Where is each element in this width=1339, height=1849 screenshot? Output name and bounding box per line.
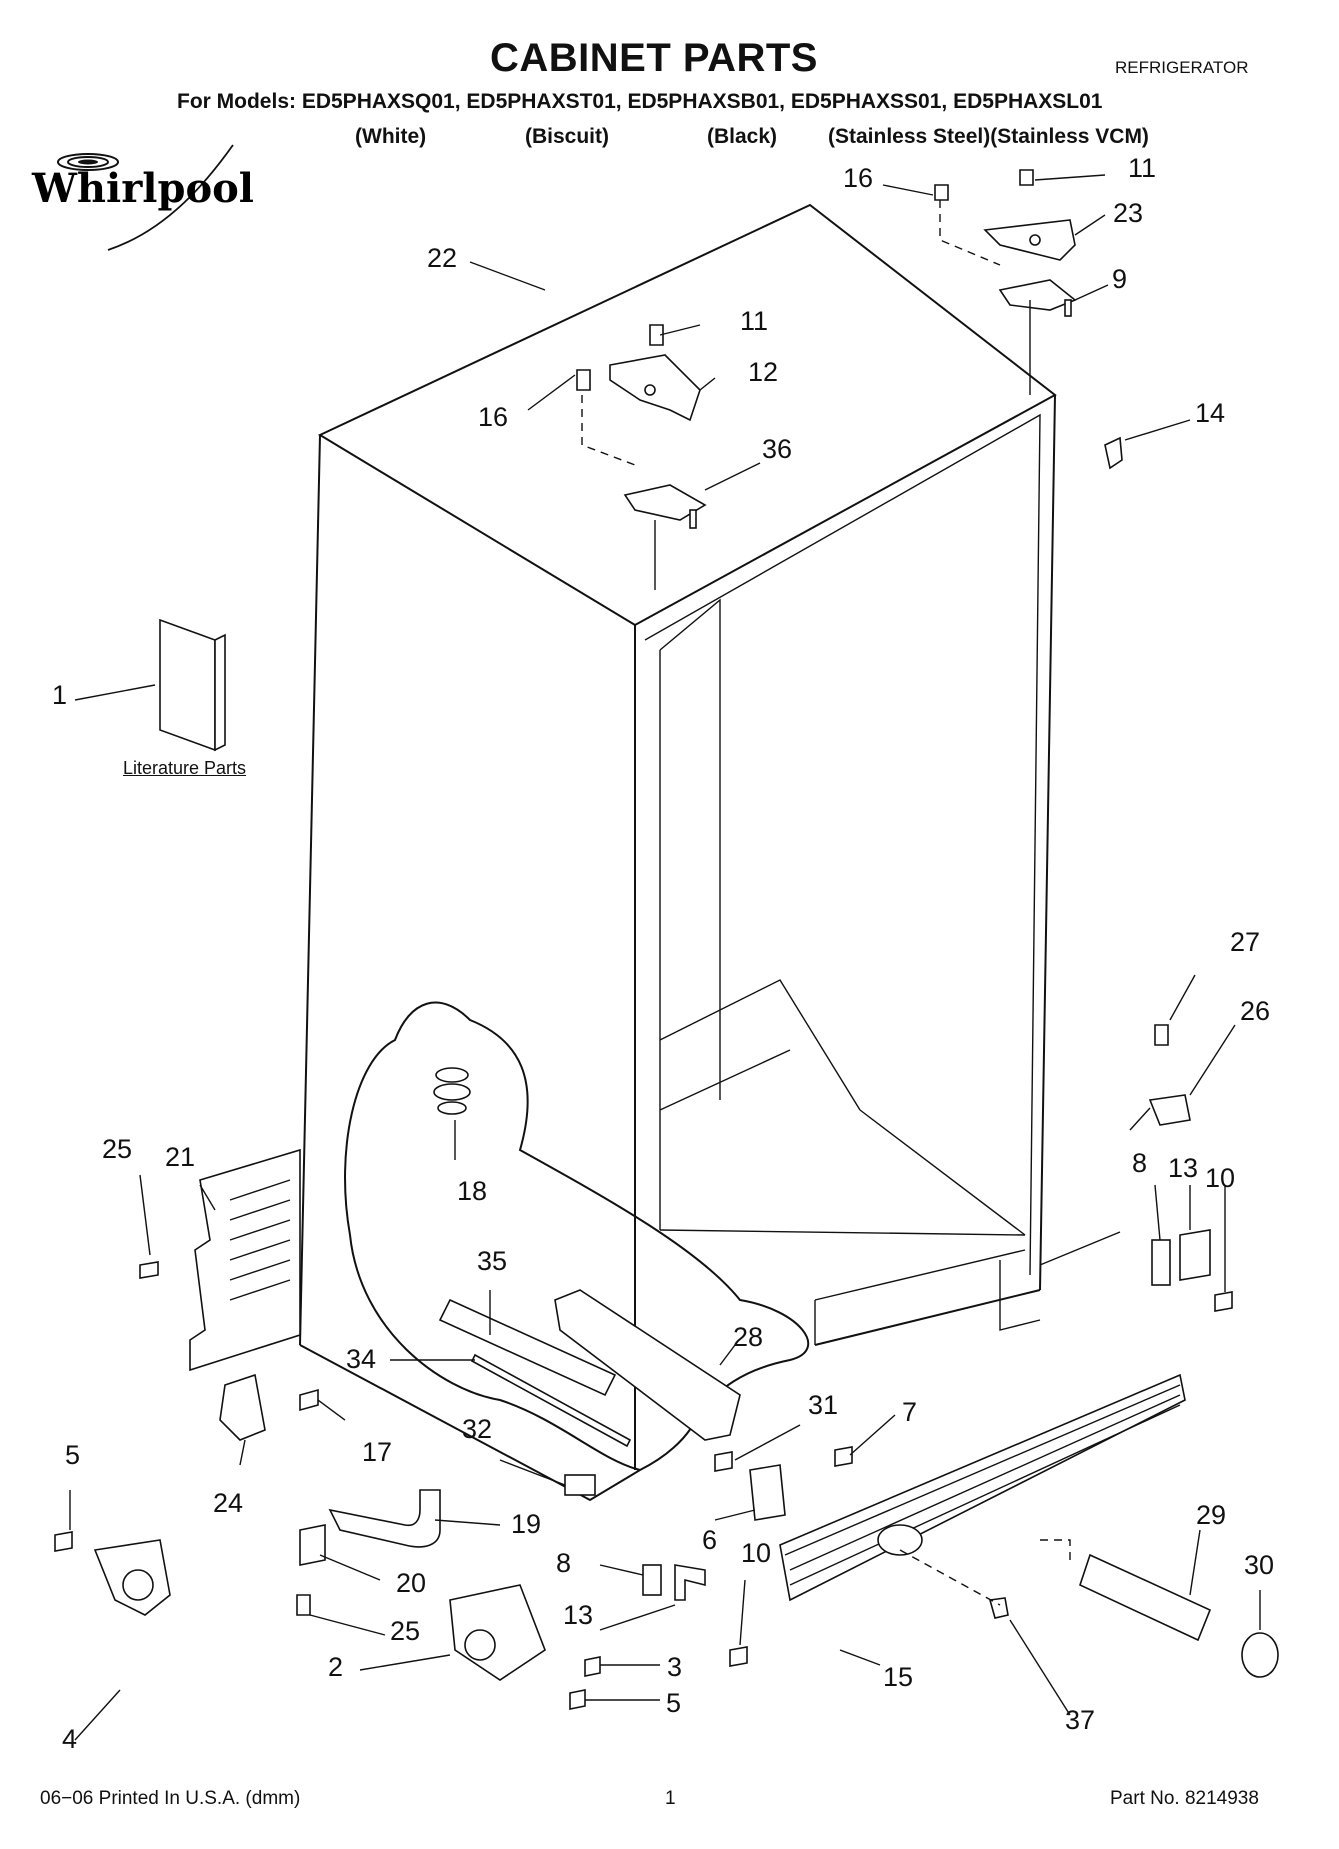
part-6-bracket (749, 1464, 786, 1521)
part-14-clip (1104, 436, 1123, 470)
part-28-bracket (554, 1289, 741, 1441)
callout-18: 18 (457, 1176, 488, 1206)
variant-white: (White) (355, 125, 427, 148)
top-hinge-right (934, 169, 1077, 395)
literature-book-part (159, 618, 226, 752)
cabinet-body (299, 203, 1121, 1470)
callout-13-lower: 13 (563, 1600, 594, 1630)
callout-8-lower: 8 (556, 1548, 572, 1578)
callout-11-top: 11 (1128, 153, 1157, 183)
literature-parts-label: Literature Parts (123, 758, 247, 778)
callout-5-left: 5 (65, 1440, 81, 1470)
callout-5-bottom: 5 (666, 1688, 682, 1718)
callout-21: 21 (165, 1142, 196, 1172)
lower-hinge-left (642, 1564, 706, 1601)
callout-6: 6 (702, 1525, 718, 1555)
models-line: For Models: ED5PHAXSQ01, ED5PHAXST01, ED… (177, 90, 1103, 113)
callout-25-lower: 25 (390, 1616, 421, 1646)
callout-10-lower: 10 (741, 1538, 772, 1568)
callout-10-right: 10 (1205, 1163, 1236, 1193)
part-number: Part No. 8214938 (1110, 1788, 1259, 1809)
print-info: 06−06 Printed In U.S.A. (dmm) (40, 1788, 301, 1809)
callout-2: 2 (328, 1652, 344, 1682)
callout-28: 28 (733, 1322, 764, 1352)
toe-grille-part (779, 1373, 1186, 1602)
page-title: CABINET PARTS (490, 36, 818, 80)
variant-biscuit: (Biscuit) (525, 125, 609, 148)
callout-15: 15 (883, 1662, 914, 1692)
page-number: 1 (665, 1788, 676, 1809)
callout-20: 20 (396, 1568, 427, 1598)
callout-31: 31 (808, 1390, 839, 1420)
callout-9: 9 (1112, 264, 1128, 294)
callout-23: 23 (1113, 198, 1144, 228)
part-32-block (564, 1474, 596, 1496)
appliance-type: REFRIGERATOR (1115, 58, 1249, 77)
logo-swirl-icon: Whirlpool (31, 144, 254, 251)
callout-13-right: 13 (1168, 1153, 1199, 1183)
svg-text:Whirlpool: Whirlpool (31, 165, 254, 212)
drain-tube-part (299, 1489, 441, 1566)
callout-30: 30 (1244, 1550, 1275, 1580)
callout-19: 19 (511, 1509, 542, 1539)
callout-17: 17 (362, 1437, 393, 1467)
roller-assembly-part (93, 1539, 171, 1616)
callout-3: 3 (667, 1652, 683, 1682)
rear-grille-part (189, 1148, 301, 1372)
callout-11-mid: 11 (740, 306, 769, 336)
callout-36: 36 (762, 434, 793, 464)
callout-34: 34 (346, 1344, 377, 1374)
cabinet-bottom-edge (299, 1344, 641, 1502)
part-35-part (438, 1298, 617, 1397)
callout-22: 22 (427, 243, 458, 273)
variant-black: (Black) (707, 125, 778, 148)
callout-7: 7 (902, 1397, 918, 1427)
screws (54, 1024, 1233, 1710)
part-26-bracket (1148, 1094, 1191, 1126)
drain-cup-part (433, 1067, 471, 1115)
callout-4: 4 (62, 1724, 78, 1754)
callout-1: 1 (52, 680, 68, 710)
callout-27: 27 (1230, 927, 1261, 957)
callout-24: 24 (213, 1488, 244, 1518)
water-filter-part (899, 1539, 1279, 1678)
callout-37: 37 (1065, 1705, 1096, 1735)
callout-32: 32 (462, 1414, 493, 1444)
callout-16-mid: 16 (478, 402, 509, 432)
callout-12: 12 (748, 357, 779, 387)
rear-cutaway-outline (344, 1001, 810, 1472)
callout-16-top: 16 (843, 163, 874, 193)
whirlpool-logo: Whirlpool (28, 140, 278, 260)
callout-35: 35 (477, 1246, 508, 1276)
part-24-bracket (219, 1373, 266, 1441)
leader-lines (69, 174, 1261, 1741)
callout-14: 14 (1195, 398, 1226, 428)
callout-26: 26 (1240, 996, 1271, 1026)
callout-29: 29 (1196, 1500, 1227, 1530)
callout-8-right: 8 (1132, 1148, 1148, 1178)
front-roller-part (449, 1584, 546, 1681)
top-hinge-left (576, 324, 707, 590)
lower-hinge-right (1151, 1229, 1211, 1286)
callout-25-left: 25 (102, 1134, 133, 1164)
variant-stainless: (Stainless Steel)(Stainless VCM) (828, 125, 1149, 148)
tube-34-part (470, 1353, 632, 1448)
